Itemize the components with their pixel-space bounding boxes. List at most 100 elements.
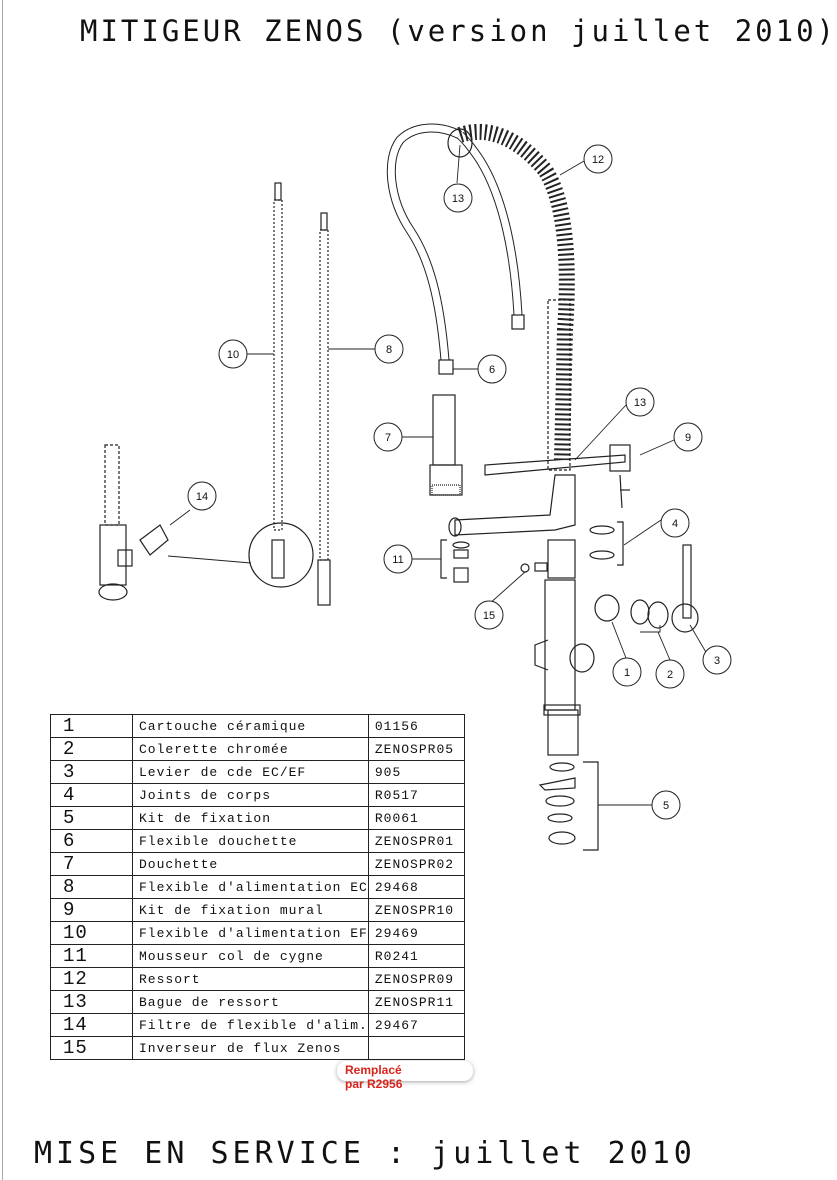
callout-11 (383, 544, 413, 574)
callout-12-text: 12 (592, 154, 604, 166)
callout-4 (660, 508, 690, 538)
part-reference: ZENOSPR10 (367, 898, 465, 922)
callout-8 (374, 334, 404, 364)
part-reference: 29468 (367, 875, 465, 899)
part-number: 3 (50, 760, 133, 784)
part-number: 6 (50, 829, 133, 853)
part-reference: 01156 (367, 714, 465, 738)
part-number: 10 (50, 921, 133, 945)
callout-13-top (443, 183, 473, 213)
callout-10 (218, 339, 248, 369)
callout-3-text: 3 (714, 655, 720, 667)
callout-4-text: 4 (672, 518, 678, 530)
part-reference: 29467 (367, 1013, 465, 1037)
part-name: Levier de cde EC/EF (132, 760, 369, 784)
callout-12 (583, 144, 613, 174)
part-name: Flexible d'alimentation EC (132, 875, 369, 899)
part-name: Filtre de flexible d'alim. (132, 1013, 369, 1037)
part-reference: R0241 (367, 944, 465, 968)
callout-10-text: 10 (227, 349, 239, 361)
part-reference: ZENOSPR11 (367, 990, 465, 1014)
part-name: Inverseur de flux Zenos (132, 1036, 369, 1060)
callout-2-text: 2 (667, 669, 673, 681)
commissioning-date: MISE EN SERVICE : juillet 2010 (34, 1136, 696, 1171)
callout-7 (373, 422, 403, 452)
part-name: Kit de fixation (132, 806, 369, 830)
callout-1 (612, 657, 642, 687)
part-reference: 905 (367, 760, 465, 784)
part-number: 2 (50, 737, 133, 761)
part-reference (367, 1036, 465, 1060)
callout-6 (477, 354, 507, 384)
callout-14-text: 14 (196, 491, 208, 503)
part-name: Mousseur col de cygne (132, 944, 369, 968)
callout-5-text: 5 (663, 800, 669, 812)
part-name: Flexible douchette (132, 829, 369, 853)
part-reference: 29469 (367, 921, 465, 945)
part-name: Colerette chromée (132, 737, 369, 761)
callout-15-text: 15 (483, 610, 495, 622)
callout-1-text: 1 (624, 667, 630, 679)
part-number: 7 (50, 852, 133, 876)
callout-11-text: 11 (392, 554, 403, 566)
callout-3 (702, 645, 732, 675)
part-number: 15 (50, 1036, 133, 1060)
exploded-view-diagram: 1 2 3 4 5 6 7 8 9 10 11 12 13 13 14 15 (98, 123, 732, 851)
callout-5 (651, 790, 681, 820)
callout-13-ring (625, 387, 655, 417)
part-name: Joints de corps (132, 783, 369, 807)
part-reference: ZENOSPR02 (367, 852, 465, 876)
part-number: 9 (50, 898, 133, 922)
page-border (2, 0, 3, 1180)
part-number: 8 (50, 875, 133, 899)
callout-14 (187, 481, 217, 511)
part-number: 13 (50, 990, 133, 1014)
part-reference: ZENOSPR05 (367, 737, 465, 761)
callout-6-text: 6 (489, 364, 495, 376)
page-title: MITIGEUR ZENOS (version juillet 2010) (80, 14, 837, 48)
part-reference: R0517 (367, 783, 465, 807)
callout-13-ring-text: 13 (634, 397, 646, 409)
part-number: 5 (50, 806, 133, 830)
callout-9 (673, 422, 703, 452)
callout-13-top-text: 13 (452, 193, 464, 205)
part-name: Ressort (132, 967, 369, 991)
part-number: 4 (50, 783, 133, 807)
part-number: 12 (50, 967, 133, 991)
part-name: Flexible d'alimentation EF (132, 921, 369, 945)
callout-9-text: 9 (685, 432, 691, 444)
part-number: 1 (50, 714, 133, 738)
part-name: Cartouche céramique (132, 714, 369, 738)
part-reference: ZENOSPR09 (367, 967, 465, 991)
callout-15 (474, 600, 504, 630)
replacement-note-line1: Remplacé (345, 1063, 402, 1077)
part-name: Bague de ressort (132, 990, 369, 1014)
replacement-note-line2: par R2956 (345, 1077, 403, 1091)
part-number: 14 (50, 1013, 133, 1037)
replacement-note: Remplacé par R2956 (337, 1061, 473, 1091)
part-name: Kit de fixation mural (132, 898, 369, 922)
callout-2 (655, 659, 685, 689)
part-reference: R0061 (367, 806, 465, 830)
callout-8-text: 8 (386, 344, 392, 356)
part-name: Douchette (132, 852, 369, 876)
callout-7-text: 7 (385, 432, 391, 444)
part-number: 11 (50, 944, 133, 968)
part-reference: ZENOSPR01 (367, 829, 465, 853)
